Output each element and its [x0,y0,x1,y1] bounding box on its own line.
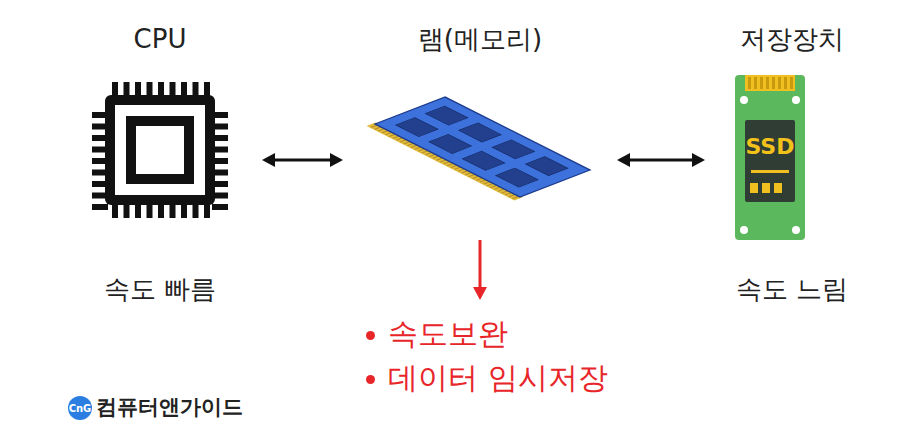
storage-title: 저장장치 [740,22,844,56]
component-group: 저장장치속도 느림 [712,22,872,306]
connector-arrow [617,153,705,167]
storage-speed-caption: 속도 느림 [736,272,848,306]
ssd-icon [735,75,805,240]
component-group: 램(메모리) [350,22,610,228]
ram-icon [367,96,592,200]
component-group: CPU 속도 빠름 [65,22,255,306]
logo-text: 컴퓨터앤가이드 [96,395,243,420]
bullet-item: 데이터 임시저장 [362,356,700,400]
cpu-icon [92,82,228,218]
ram-title: 램(메모리) [418,22,542,56]
connector-arrow [473,240,487,300]
logo-badge [68,396,92,420]
logo-mark: CnG [69,403,92,414]
cpu-speed-caption: 속도 빠름 [104,272,216,306]
bullet-item: 속도보완 [362,312,700,356]
component-group: 속도보완데이터 임시저장 [362,312,700,412]
connector-arrow [262,153,343,167]
ssd-chip-label: SSD [746,134,795,159]
cpu-title: CPU [134,22,187,56]
